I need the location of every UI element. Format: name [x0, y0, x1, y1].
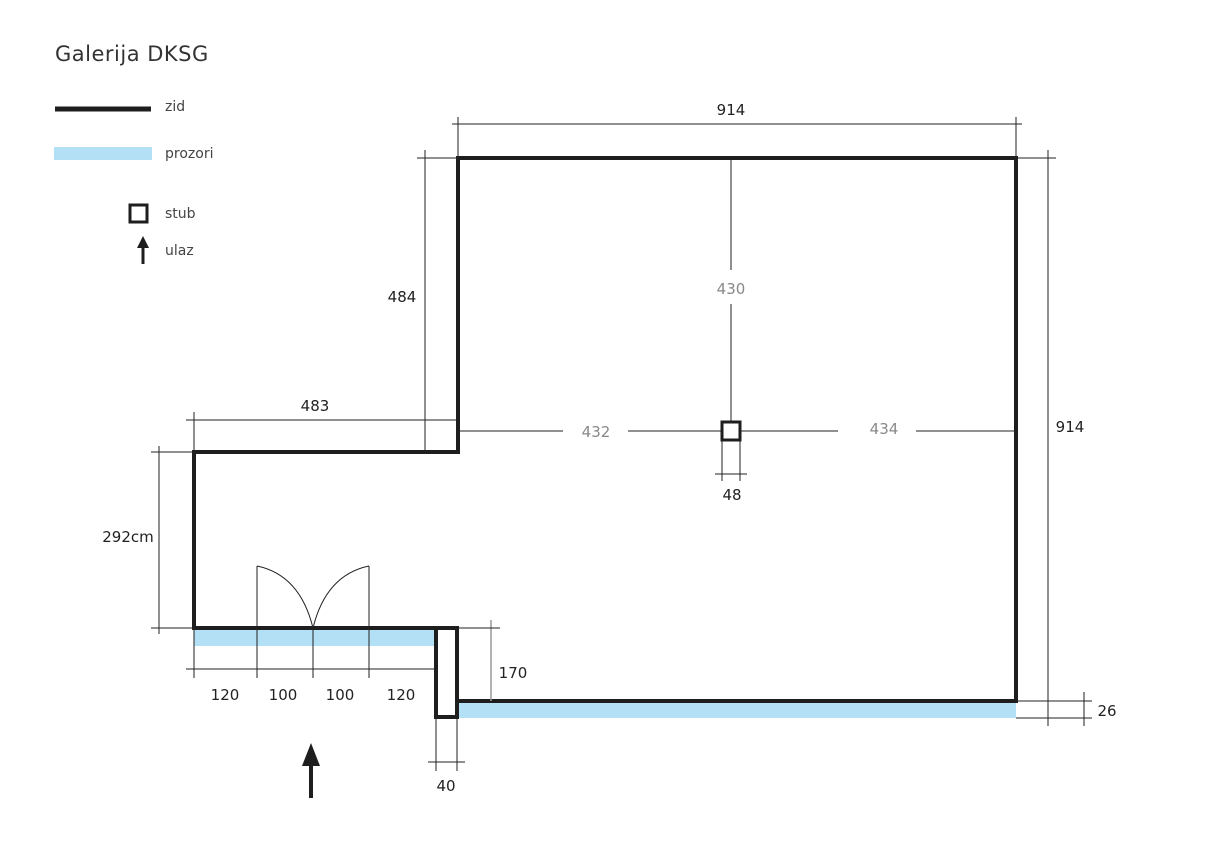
entrance-doors	[256, 565, 370, 629]
dim-bottom-label: 120	[211, 686, 240, 704]
dim-wall-thickness-label: 26	[1097, 702, 1116, 720]
window-bottom	[458, 703, 1016, 718]
plan-title: Galerija DKSG	[55, 42, 209, 66]
entrance-arrow-icon	[302, 743, 320, 798]
legend-wall-label: zid	[165, 99, 185, 115]
dim-bottom-label: 100	[269, 686, 298, 704]
legend-window-label: prozori	[165, 146, 213, 162]
dim-right-label: 914	[1056, 418, 1085, 436]
dim-left-label: 292cm	[102, 528, 154, 546]
dim-left	[151, 446, 194, 634]
column	[720, 420, 742, 442]
dim-column-top-label: 430	[717, 280, 746, 298]
dim-pier-label: 170	[499, 664, 528, 682]
dim-upper-left	[417, 150, 458, 452]
legend-window-swatch	[54, 147, 152, 160]
dim-bottom-label: 120	[387, 686, 416, 704]
dim-column	[458, 158, 1016, 481]
pier	[434, 626, 459, 719]
dim-right	[1016, 150, 1092, 726]
window-left	[194, 630, 434, 646]
dim-column-right-label: 434	[870, 420, 899, 438]
dim-bottom	[186, 628, 434, 678]
dim-upper-left-label: 484	[388, 288, 417, 306]
dim-bottom-label: 100	[326, 686, 355, 704]
legend-column-label: stub	[165, 206, 196, 222]
legend: zid prozori stub ulaz	[54, 99, 213, 264]
dim-left-step	[186, 412, 458, 452]
dim-pier-width	[428, 717, 465, 771]
dim-column-size-label: 48	[722, 486, 741, 504]
dim-top	[452, 117, 1022, 160]
column-icon	[128, 203, 149, 224]
walls	[192, 156, 1018, 703]
legend-entrance-label: ulaz	[165, 243, 194, 259]
dim-column-left-label: 432	[582, 423, 611, 441]
dim-top-label: 914	[717, 101, 746, 119]
entrance-arrow-icon	[137, 236, 149, 264]
dim-pier-width-label: 40	[436, 777, 455, 795]
dim-left-step-label: 483	[301, 397, 330, 415]
